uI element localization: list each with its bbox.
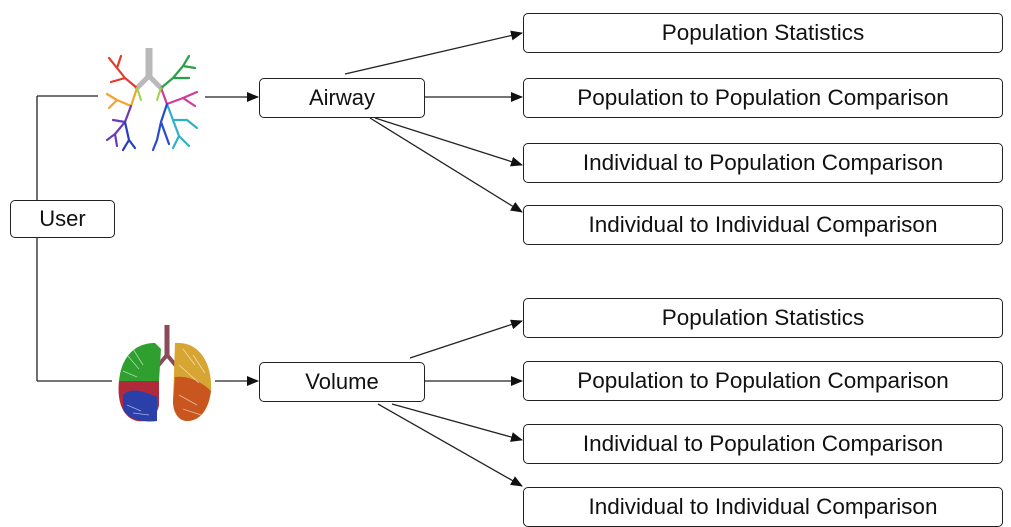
airway-label: Airway: [308, 85, 375, 110]
volume-output-population-to-population: Population to Population Comparison: [523, 361, 1003, 401]
user-label: User: [39, 206, 86, 231]
volume-output-individual-to-population: Individual to Population Comparison: [523, 424, 1003, 464]
airway-output-individual-to-population: Individual to Population Comparison: [523, 143, 1003, 183]
lung-volume-icon: [118, 325, 211, 422]
airway-tree-icon: [105, 48, 199, 152]
airway-output-population-statistics: Population Statistics: [523, 13, 1003, 53]
user-node: User: [10, 200, 115, 238]
volume-label: Volume: [305, 369, 379, 394]
volume-output-population-statistics: Population Statistics: [523, 298, 1003, 338]
airway-output-individual-to-individual: Individual to Individual Comparison: [523, 205, 1003, 245]
volume-node: Volume: [259, 362, 425, 402]
airway-output-population-to-population: Population to Population Comparison: [523, 78, 1003, 118]
volume-output-individual-to-individual: Individual to Individual Comparison: [523, 487, 1003, 527]
airway-node: Airway: [259, 78, 425, 118]
